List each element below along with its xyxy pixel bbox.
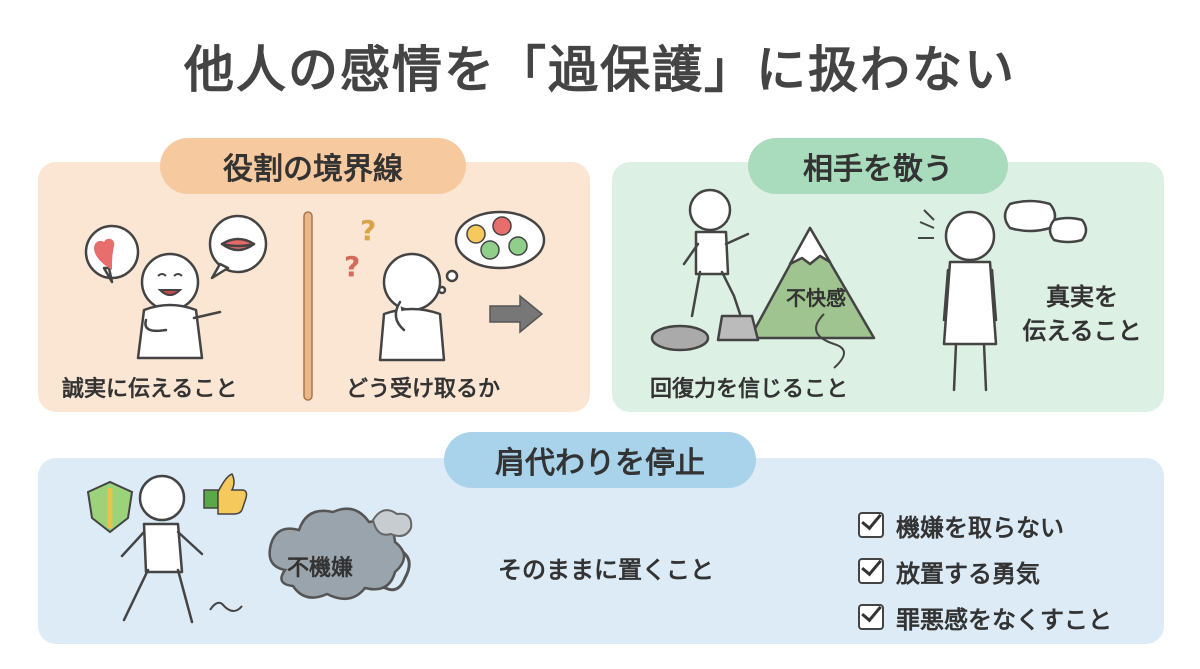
boundary-right-caption: どう受け取るか (346, 377, 501, 402)
respect-left-caption: 回復力を信じること (650, 377, 849, 402)
svg-text:?: ? (344, 250, 360, 283)
checkbox-checked-icon (858, 558, 884, 584)
stop-heading: 肩代わりを停止 (444, 432, 756, 488)
checklist-item: 放置する勇気 (858, 548, 1112, 594)
checklist-item: 機嫌を取らない (858, 502, 1112, 548)
thinking-person-illustration: ?? (344, 210, 546, 362)
checkbox-checked-icon (858, 512, 884, 538)
speaking-person-illustration (84, 214, 268, 360)
bad-mood-label: 不機嫌 (287, 556, 354, 581)
stop-center-caption: そのままに置くこと (498, 556, 714, 584)
bad-mood-cloud-illustration (268, 507, 413, 601)
mountain-label: 不快感 (786, 286, 846, 310)
boundary-left-caption: 誠実に伝えること (62, 377, 238, 402)
respect-right-caption: 真実を伝えること (1022, 283, 1142, 345)
page-title: 他人の感情を「過保護」に扱わない (184, 41, 1016, 99)
checkbox-checked-icon (858, 604, 884, 630)
mountain-climber-illustration (650, 188, 876, 369)
standing-person-illustration (918, 199, 1088, 392)
checklist-item: 罪悪感をなくすこと (858, 594, 1112, 640)
svg-text:?: ? (360, 214, 376, 247)
boundary-heading: 役割の境界線 (160, 138, 466, 194)
walking-away-illustration (86, 473, 248, 624)
boundary-panel (38, 162, 590, 412)
divider-line (303, 211, 313, 401)
checklist: 機嫌を取らない 放置する勇気 罪悪感をなくすこと (858, 502, 1112, 640)
respect-heading: 相手を敬う (748, 138, 1008, 194)
